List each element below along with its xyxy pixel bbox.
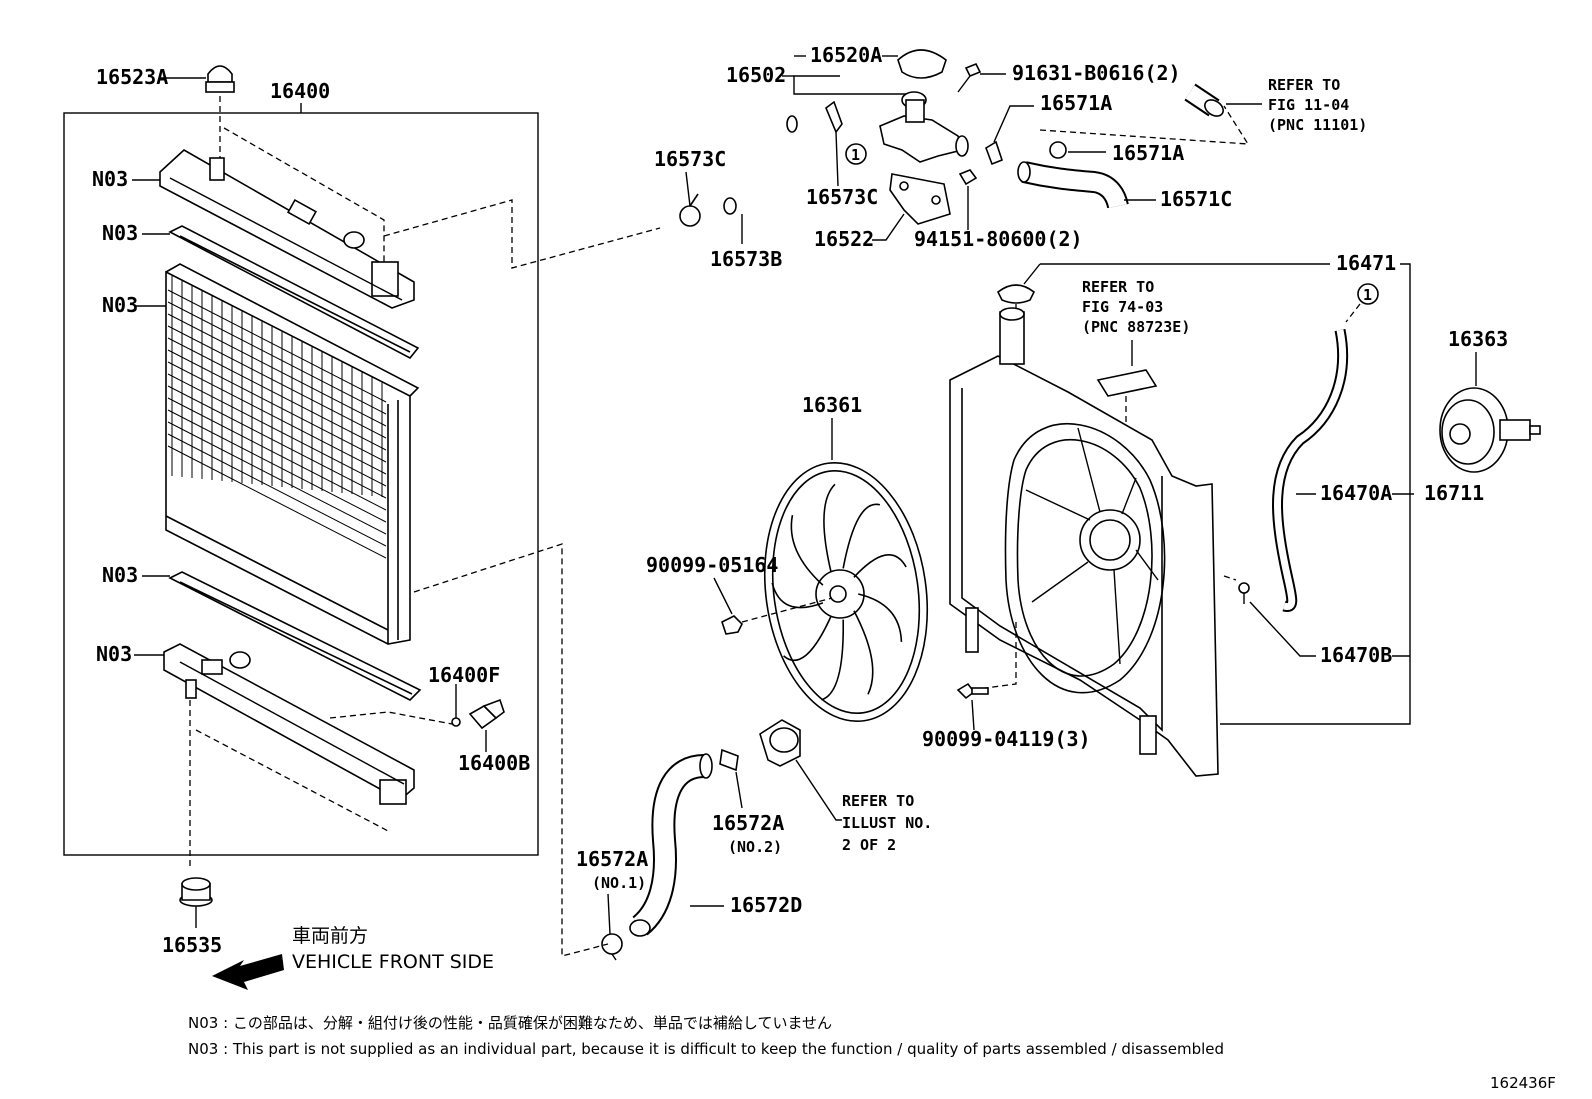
label-16470A: 16470A (1320, 481, 1392, 505)
svg-text:1: 1 (1363, 286, 1372, 304)
lower-hose-16572D (629, 753, 713, 937)
note-jp: N03 : この部品は、分解・組付け後の性能・品質確保が困難なため、単品では補給… (188, 1014, 832, 1032)
hose-16571C (1017, 161, 1129, 209)
figure-number: 162436F (1490, 1074, 1556, 1092)
hose-clamp-16571A-top (985, 140, 1003, 166)
hose-clamp-16572A-no1 (601, 933, 623, 961)
ref-11-04-line2: FIG 11-04 (1268, 96, 1349, 114)
label-16572A-no2: 16572A (712, 811, 784, 835)
label-16470B: 16470B (1320, 643, 1392, 667)
label-16573C-left: 16573C (654, 147, 726, 171)
ref-74-03-line1: REFER TO (1082, 278, 1154, 296)
hose-clamp-16572A-no2 (719, 748, 739, 772)
label-16571A-mid: 16571A (1112, 141, 1184, 165)
bolt-90099-04119 (956, 682, 989, 700)
svg-text:1: 1 (851, 146, 860, 164)
label-16361: 16361 (802, 393, 862, 417)
hose-clip-16470B (1238, 582, 1250, 604)
bolt-91631 (957, 62, 982, 93)
radiator-lower-tank (163, 643, 415, 805)
front-label-en: VEHICLE FRONT SIDE (292, 951, 494, 973)
hose-clamp-16573C (679, 193, 701, 227)
bracket-16522 (889, 173, 951, 225)
hose-clamp-16573C-mid (825, 100, 843, 134)
ref-11-04-line3: (PNC 11101) (1268, 116, 1367, 134)
label-90099-04119: 90099-04119(3) (922, 727, 1091, 751)
ref-illust-line2: ILLUST NO. (842, 814, 932, 832)
ref-74-03-line2: FIG 74-03 (1082, 298, 1163, 316)
radiator-upper-tank (159, 149, 415, 309)
radiator-cap-16523A (160, 65, 235, 93)
label-16572A-no1-sub: (NO.1) (592, 874, 646, 892)
ref-11-04-line1: REFER TO (1268, 76, 1340, 94)
label-91631: 91631-B0616(2) (1012, 61, 1181, 85)
water-inlet-16502 (879, 91, 969, 163)
radiator-core (165, 263, 420, 645)
label-n03-lower-tank: N03 (96, 642, 132, 666)
nut-90099-05164 (721, 615, 743, 635)
fan-shroud-16711 (949, 307, 1219, 777)
ref-illust-line1: REFER TO (842, 792, 914, 810)
label-16573B: 16573B (710, 247, 782, 271)
radiator-lower-gasket (168, 571, 422, 701)
label-16363: 16363 (1448, 327, 1508, 351)
label-16573C-mid: 16573C (806, 185, 878, 209)
hose-ref-11-04 (1184, 83, 1224, 117)
label-16400F: 16400F (428, 663, 500, 687)
label-n03-core: N03 (102, 293, 138, 317)
label-16572A-no1: 16572A (576, 847, 648, 871)
fan-16361 (763, 461, 929, 723)
label-90099-05164: 90099-05164 (646, 553, 778, 577)
drain-cock-16400B (451, 698, 505, 730)
label-16571C: 16571C (1160, 187, 1232, 211)
note-en: N03 : This part is not supplied as an in… (188, 1040, 1224, 1058)
label-16522: 16522 (814, 227, 874, 251)
label-sticker (1096, 369, 1158, 397)
radiator-upper-gasket (168, 225, 420, 360)
hose-16573B (723, 114, 798, 215)
ref-74-03-line3: (PNC 88723E) (1082, 318, 1190, 336)
reservoir-hose-16470A (1272, 328, 1349, 612)
reservoir-cap-16471 (996, 284, 1036, 304)
label-16711: 16711 (1424, 481, 1484, 505)
label-16572D: 16572D (730, 893, 802, 917)
reference-circle-1-right (1357, 283, 1379, 305)
label-16400B: 16400B (458, 751, 530, 775)
ref-illust-line3: 2 OF 2 (842, 836, 896, 854)
outlet-ref-illust (759, 719, 801, 767)
label-16571A-top: 16571A (1040, 91, 1112, 115)
label-16471: 16471 (1336, 251, 1396, 275)
label-16535: 16535 (162, 933, 222, 957)
inlet-cap-16520A (897, 49, 947, 79)
label-n03-upper-gasket: N03 (102, 221, 138, 245)
label-16572A-no2-sub: (NO.2) (728, 838, 782, 856)
front-label-jp: 車両前方 (292, 925, 368, 947)
label-94151: 94151-80600(2) (914, 227, 1083, 251)
label-16502: 16502 (726, 63, 786, 87)
label-16523A: 16523A (96, 65, 168, 89)
label-16520A: 16520A (810, 43, 882, 67)
hose-clamp-16571A-mid (1049, 141, 1067, 159)
label-n03-lower-gasket: N03 (102, 563, 138, 587)
label-n03-upper-tank: N03 (92, 167, 128, 191)
fan-motor-16363 (1439, 387, 1541, 473)
reference-circle-1-top (845, 143, 867, 165)
radiator-cushion-16535 (179, 877, 213, 907)
vehicle-front-arrow-icon (212, 954, 284, 990)
label-16400: 16400 (270, 79, 330, 103)
nut-94151 (958, 169, 978, 186)
